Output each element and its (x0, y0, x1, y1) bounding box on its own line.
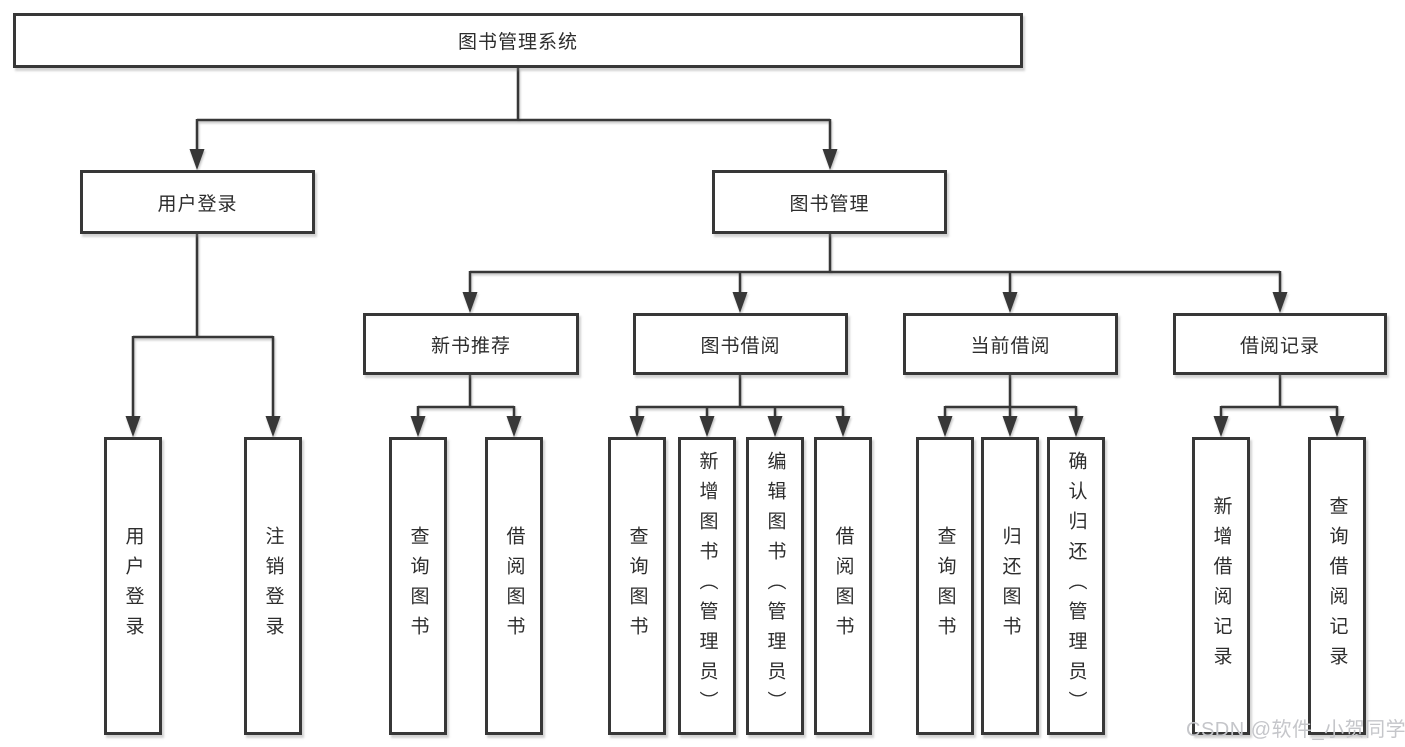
node-logout-leaf-label: 注销登录 (262, 526, 284, 646)
node-cb-return-label: 归还图书 (999, 526, 1021, 646)
node-bb-borrow: 借阅图书 (814, 437, 872, 735)
node-bb-add-label: 新增图书（管理员） (696, 451, 718, 721)
node-br-query-label: 查询借阅记录 (1326, 496, 1348, 676)
node-nb-query: 查询图书 (389, 437, 447, 735)
node-current-borrow: 当前借阅 (903, 313, 1118, 375)
arrow-head-user-login (189, 149, 205, 170)
node-br-query: 查询借阅记录 (1308, 437, 1366, 735)
node-br-add: 新增借阅记录 (1192, 437, 1250, 735)
node-book-mgmt: 图书管理 (712, 170, 947, 234)
node-bb-borrow-label: 借阅图书 (832, 526, 854, 646)
node-cb-confirm: 确认归还（管理员） (1047, 437, 1105, 735)
arrow-head-book-borrow (732, 292, 748, 313)
csdn-watermark: CSDN @软件_小贺同学 (1186, 719, 1405, 741)
node-bb-edit: 编辑图书（管理员） (746, 437, 804, 735)
arrow-head-cb-confirm (1068, 416, 1084, 437)
arrow-head-nb-query (410, 416, 426, 437)
node-nb-query-label: 查询图书 (407, 526, 429, 646)
node-bb-query-label: 查询图书 (626, 526, 648, 646)
node-book-borrow-label: 图书借阅 (700, 335, 781, 357)
node-book-mgmt-label: 图书管理 (789, 193, 870, 215)
arrow-head-nb-borrow (506, 416, 522, 437)
arrow-head-login-leaf (125, 416, 141, 437)
node-login-leaf: 用户登录 (104, 437, 162, 735)
node-nb-borrow-label: 借阅图书 (503, 526, 525, 646)
node-book-borrow: 图书借阅 (633, 313, 848, 375)
node-new-book-label: 新书推荐 (430, 335, 511, 357)
arrow-head-br-query (1329, 416, 1345, 437)
arrow-head-br-add (1213, 416, 1229, 437)
node-cb-query: 查询图书 (916, 437, 974, 735)
arrow-head-cb-return (1002, 416, 1018, 437)
arrow-head-cb-query (937, 416, 953, 437)
arrow-head-bb-edit (767, 416, 783, 437)
node-new-book: 新书推荐 (363, 313, 579, 375)
node-nb-borrow: 借阅图书 (485, 437, 543, 735)
node-br-add-label: 新增借阅记录 (1210, 496, 1232, 676)
arrow-head-borrow-record (1272, 292, 1288, 313)
arrow-head-current-borrow (1002, 292, 1018, 313)
node-bb-add: 新增图书（管理员） (678, 437, 736, 735)
node-logout-leaf: 注销登录 (244, 437, 302, 735)
node-borrow-record: 借阅记录 (1173, 313, 1387, 375)
node-bb-query: 查询图书 (608, 437, 666, 735)
node-root-label: 图书管理系统 (457, 32, 578, 53)
node-borrow-record-label: 借阅记录 (1239, 335, 1320, 357)
arrow-head-bb-query (629, 416, 645, 437)
arrow-head-book-mgmt (822, 149, 838, 170)
node-cb-query-label: 查询图书 (934, 526, 956, 646)
arrow-head-bb-add (699, 416, 715, 437)
node-current-borrow-label: 当前借阅 (970, 335, 1051, 357)
node-login-leaf-label: 用户登录 (122, 526, 144, 646)
node-cb-confirm-label: 确认归还（管理员） (1065, 451, 1087, 721)
node-cb-return: 归还图书 (981, 437, 1039, 735)
node-bb-edit-label: 编辑图书（管理员） (764, 451, 786, 721)
node-user-login: 用户登录 (80, 170, 315, 234)
node-user-login-label: 用户登录 (157, 193, 238, 215)
arrow-head-bb-borrow (835, 416, 851, 437)
node-root: 图书管理系统 (13, 13, 1023, 68)
arrow-head-new-book (462, 292, 478, 313)
arrow-head-logout-leaf (265, 416, 281, 437)
